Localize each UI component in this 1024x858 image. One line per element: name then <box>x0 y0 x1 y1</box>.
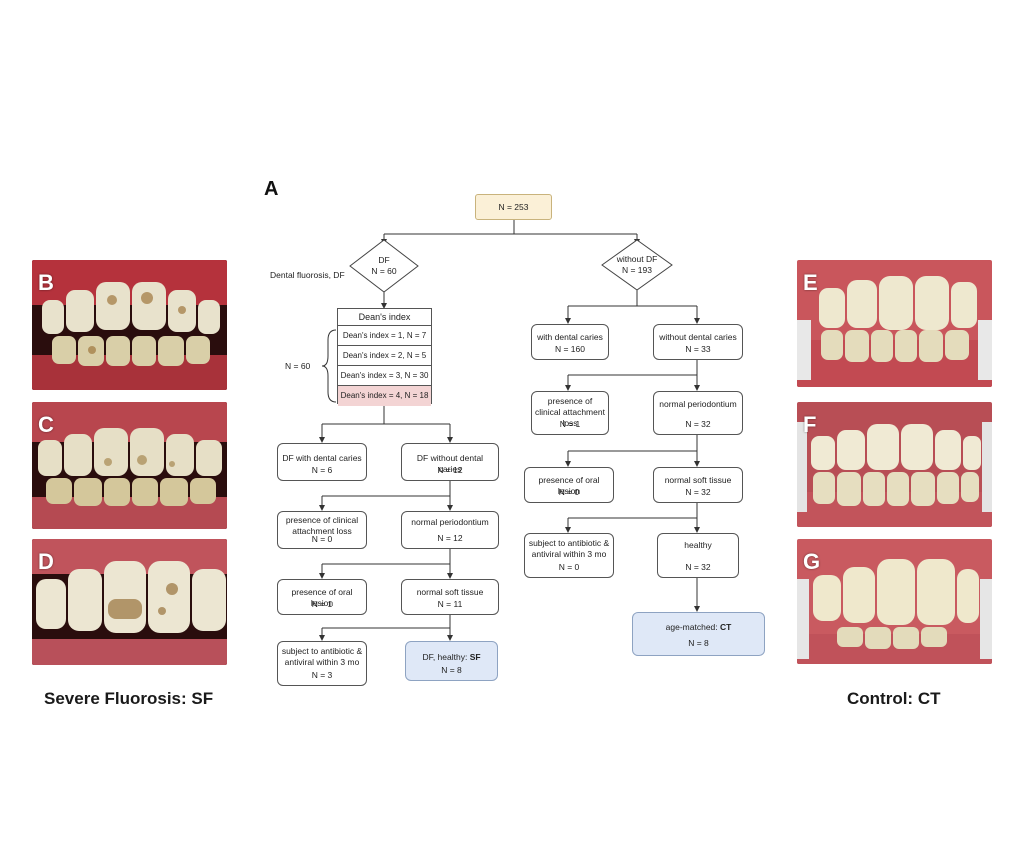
sf-final-text: DF, healthy: <box>422 652 470 662</box>
root-node-text: N = 253 <box>498 202 529 212</box>
sf-final-bold: SF <box>469 652 481 662</box>
df-abx-node: subject to antibiotic & antiviral within… <box>277 641 367 686</box>
photo-label-e: E <box>803 270 818 295</box>
ct-final-bold: CT <box>720 622 732 632</box>
photo-g: G <box>797 539 992 664</box>
photo-label-d: D <box>38 549 54 574</box>
ct-final-text: age-matched: <box>665 622 720 632</box>
dean-row-highlight: Dean's index = 4, N = 18 <box>338 385 431 406</box>
sf-final-node: DF, healthy: SF N = 8 <box>405 641 498 681</box>
photo-c: C <box>32 402 227 529</box>
panel-letter: A <box>264 178 279 200</box>
photo-e: E <box>797 260 992 387</box>
dean-row: Dean's index = 3, N = 30 <box>338 365 431 386</box>
caption-left: Severe Fluorosis: SF <box>44 689 214 708</box>
photo-label-g: G <box>803 549 821 574</box>
dean-row: Dean's index = 2, N = 5 <box>338 345 431 366</box>
photo-label-c: C <box>38 412 54 437</box>
photo-b: B <box>32 260 227 390</box>
dean-row: Dean's index = 1, N = 7 <box>338 325 431 346</box>
caption-right: Control: CT <box>847 689 941 708</box>
dean-index-table: Dean's index Dean's index = 1, N = 7 Dea… <box>337 308 432 406</box>
ct-final-node: age-matched: CT N = 8 <box>632 612 765 656</box>
abx-node: subject to antibiotic & antiviral within… <box>524 533 614 578</box>
dean-side-n: N = 60 <box>285 361 311 371</box>
photo-f: F <box>797 402 992 527</box>
df-side-label: Dental fluorosis, DF <box>270 270 345 280</box>
root-node: N = 253 <box>475 194 552 220</box>
dean-header: Dean's index <box>358 312 411 322</box>
photo-label-f: F <box>803 412 817 437</box>
photo-label-b: B <box>38 270 54 295</box>
photo-d: D <box>32 539 227 665</box>
